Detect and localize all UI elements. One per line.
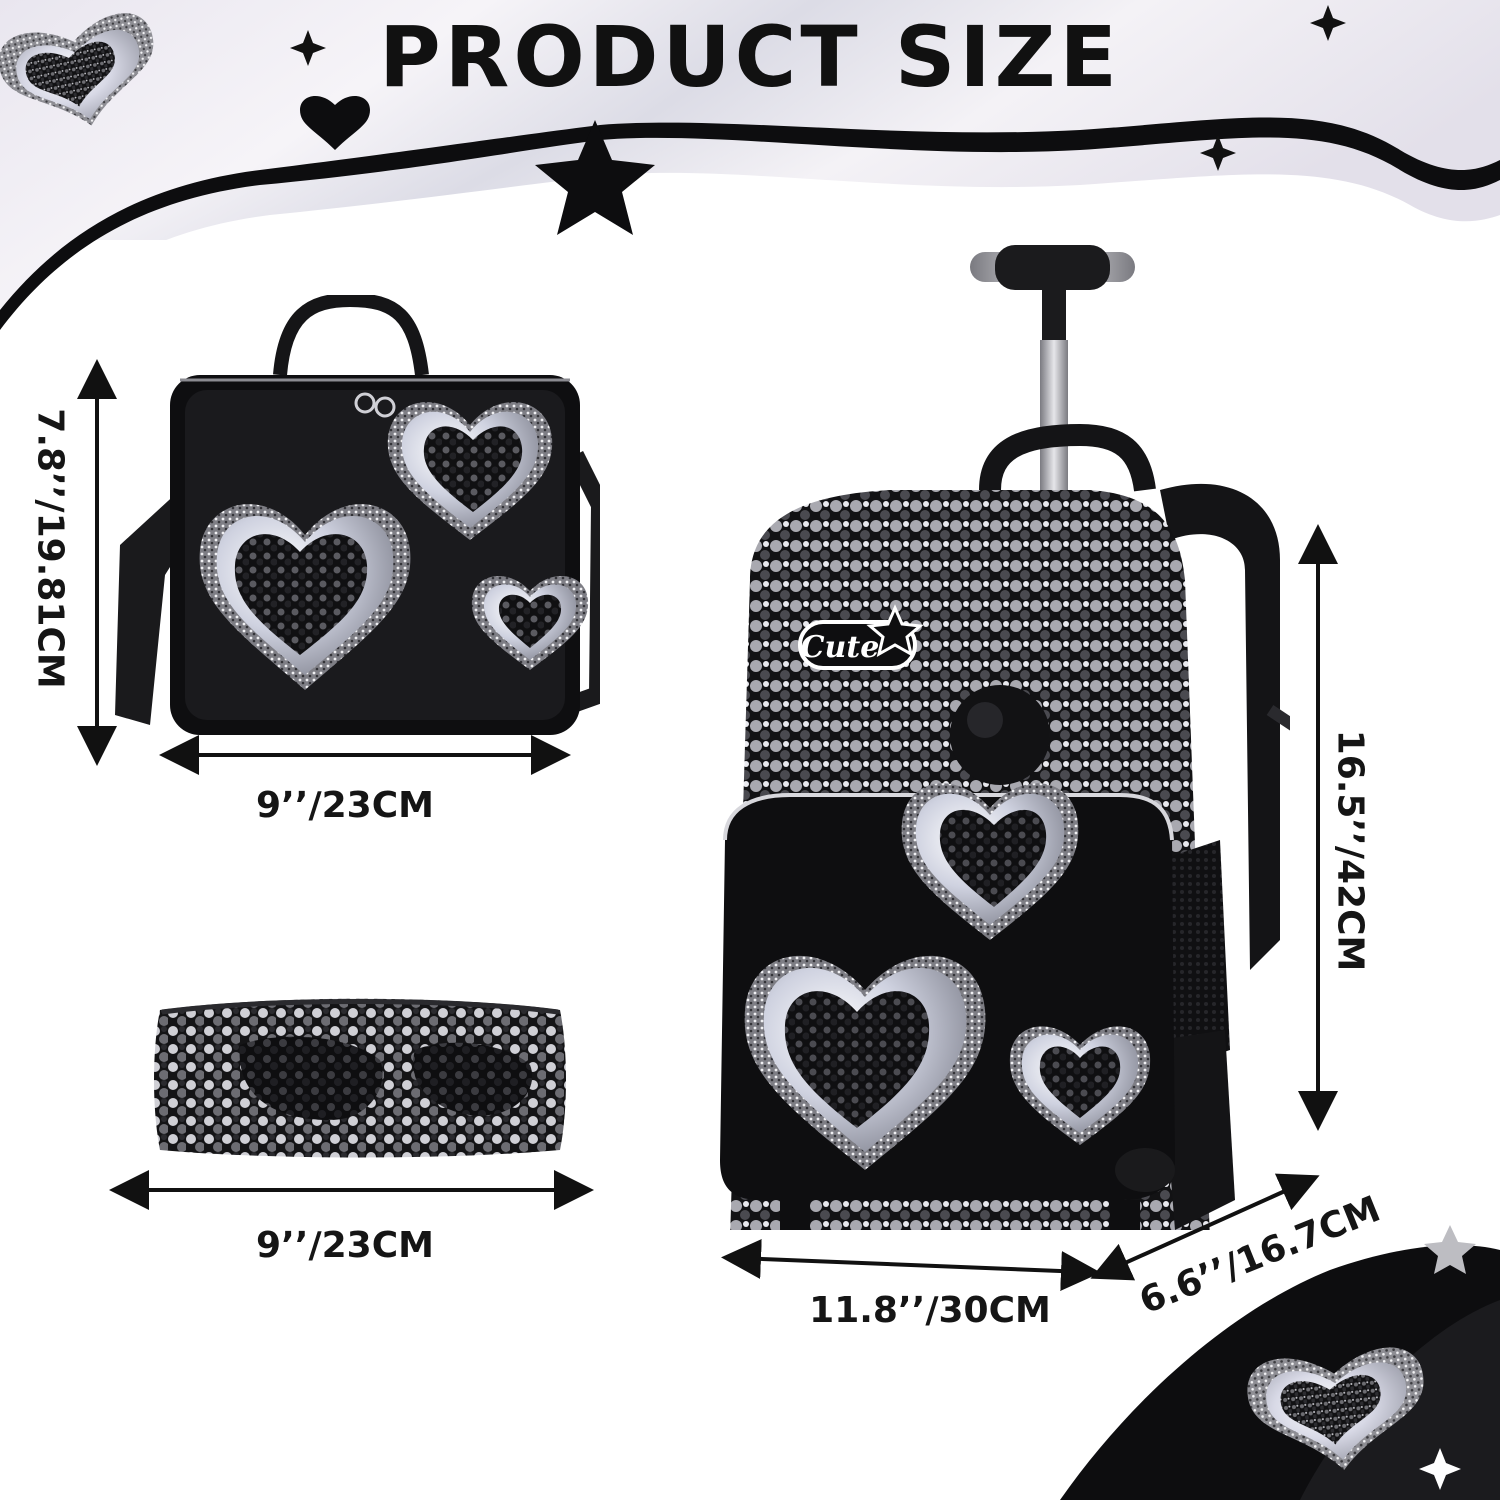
pencil-case-width-label: 9’’/23CM bbox=[256, 1225, 434, 1266]
cute-badge: Cute bbox=[801, 630, 880, 665]
lunch-bag-width-label: 9’’/23CM bbox=[256, 785, 434, 826]
backpack-height-label: 16.5’’/42CM bbox=[1329, 729, 1371, 972]
lunch-bag-image bbox=[115, 295, 600, 735]
pencil-case-image bbox=[154, 998, 566, 1158]
backpack-width-label: 11.8’’/30CM bbox=[809, 1290, 1051, 1331]
lunch-bag-height-label: 7.8’’/19.81CM bbox=[29, 408, 71, 689]
page-title: PRODUCT SIZE bbox=[379, 8, 1121, 106]
